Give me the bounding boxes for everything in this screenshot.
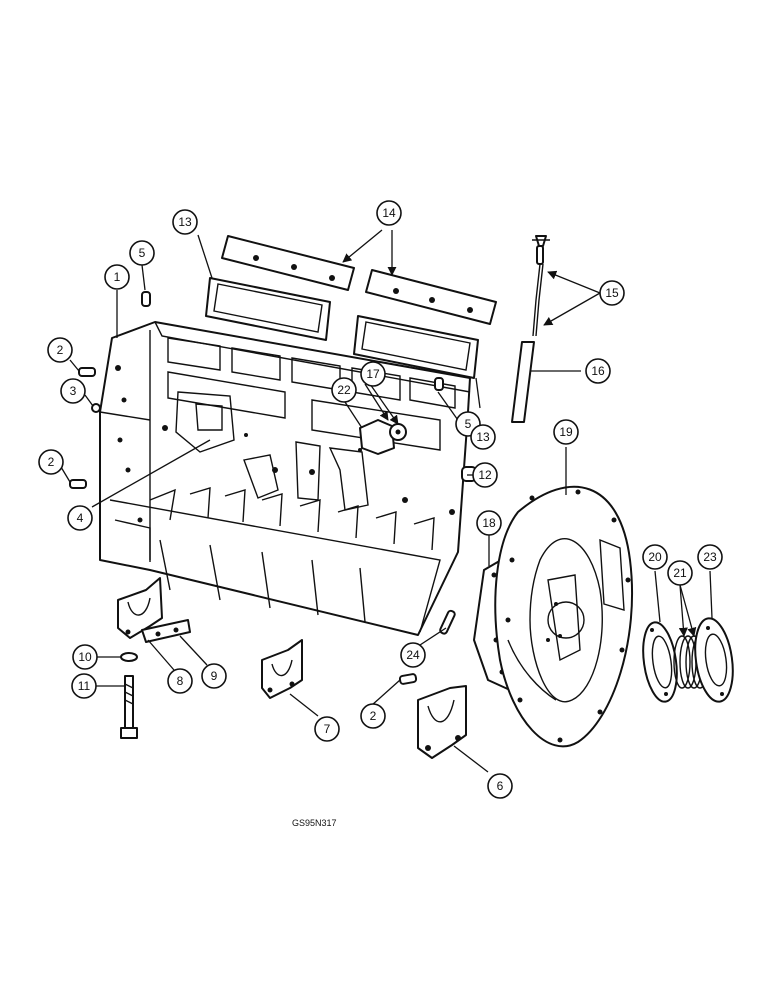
callout-number: 3 (70, 384, 77, 398)
callout-17: 17 (360, 361, 386, 387)
plug-3 (91, 403, 101, 413)
callout-number: 6 (497, 779, 504, 793)
callout-number: 16 (591, 364, 605, 378)
callout-2-lower: 2 (38, 449, 64, 475)
callout-number: 2 (370, 709, 377, 723)
callout-5-top: 5 (129, 240, 155, 266)
callout-number: 19 (559, 425, 573, 439)
callout-number: 22 (337, 383, 351, 397)
side-cover-plate-left (221, 235, 355, 291)
gasket-right (353, 315, 479, 379)
dowel-pin-2-bottom (398, 673, 418, 685)
seal-retainer-20 (642, 621, 678, 703)
washer-10 (120, 652, 138, 662)
callout-number: 15 (605, 286, 619, 300)
callout-number: 2 (57, 343, 64, 357)
callout-number: 13 (476, 430, 490, 444)
flywheel-housing-19 (494, 485, 634, 748)
callout-number: 14 (382, 206, 396, 220)
callout-22: 22 (331, 377, 357, 403)
callout-9: 9 (201, 663, 227, 689)
callout-number: 5 (139, 246, 146, 260)
callout-21: 21 (667, 560, 693, 586)
callout-10: 10 (72, 644, 98, 670)
callout-13-right: 13 (470, 424, 496, 450)
callout-number: 9 (211, 669, 218, 683)
leader-lines (60, 229, 713, 773)
bolt-11 (120, 675, 138, 739)
callout-20: 20 (642, 544, 668, 570)
callout-number: 8 (177, 674, 184, 688)
side-cover-plate-right (365, 269, 497, 325)
callout-3: 3 (60, 378, 86, 404)
callout-12: 12 (472, 462, 498, 488)
callout-1: 1 (104, 264, 130, 290)
callout-number: 21 (673, 566, 687, 580)
bearing-cap-8 (117, 577, 163, 639)
callout-number: 5 (465, 417, 472, 431)
callout-11: 11 (71, 673, 97, 699)
seal-housing-23 (694, 617, 734, 703)
gasket-left (205, 277, 331, 341)
callout-24: 24 (400, 642, 426, 668)
callout-number: 11 (78, 679, 91, 693)
callout-number: 13 (178, 215, 192, 229)
callout-number: 12 (478, 468, 492, 482)
callout-13-left: 13 (172, 209, 198, 235)
callout-number: 2 (48, 455, 55, 469)
callout-16: 16 (585, 358, 611, 384)
callout-8: 8 (167, 668, 193, 694)
callout-number: 24 (406, 648, 420, 662)
bearing-cap-7 (261, 639, 303, 699)
pin-24 (439, 609, 456, 635)
callout-number: 10 (78, 650, 92, 664)
callout-19: 19 (553, 419, 579, 445)
thrust-washer-9 (141, 619, 191, 643)
dipstick-and-tube (511, 235, 550, 423)
callout-6: 6 (487, 773, 513, 799)
dowel-pin-5-right (434, 377, 444, 391)
callout-2-upper: 2 (47, 337, 73, 363)
callout-number: 23 (703, 550, 717, 564)
callout-2-bottom: 2 (360, 703, 386, 729)
callout-number: 17 (366, 367, 380, 381)
callout-number: 4 (77, 511, 84, 525)
callout-14: 14 (376, 200, 402, 226)
callout-number: 18 (482, 516, 496, 530)
callout-number: 20 (648, 550, 662, 564)
bearing-cap-6 (417, 685, 467, 759)
callout-23: 23 (697, 544, 723, 570)
callout-4: 4 (67, 505, 93, 531)
drawing-reference-code: GS95N317 (292, 818, 337, 828)
callout-number: 1 (114, 270, 121, 284)
callout-7: 7 (314, 716, 340, 742)
cylinder-block (99, 321, 471, 636)
callout-18: 18 (476, 510, 502, 536)
callout-number: 7 (324, 722, 331, 736)
dowel-pin-5-top (141, 291, 151, 307)
dowel-pin-2-lower (69, 479, 87, 489)
callout-15: 15 (599, 280, 625, 306)
dowel-pin-2-upper (78, 367, 96, 377)
